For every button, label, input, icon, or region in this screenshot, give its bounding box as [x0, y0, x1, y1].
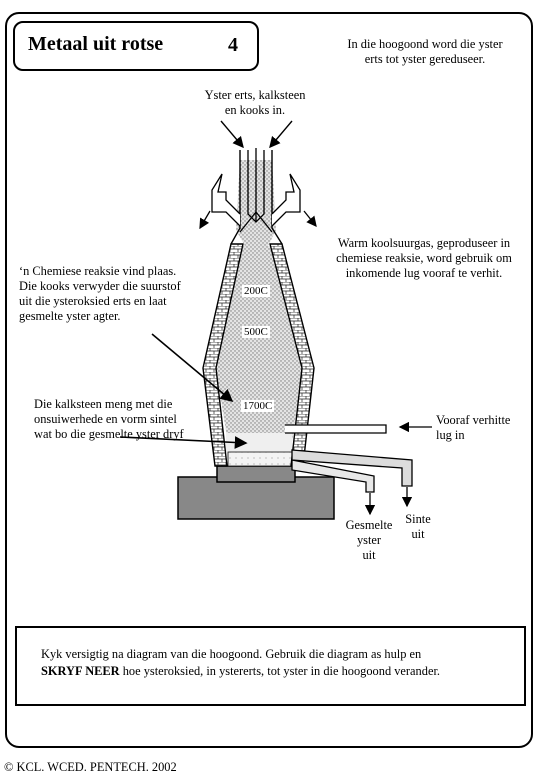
temp-label: 1700C: [241, 400, 275, 412]
instruction-box: [15, 626, 526, 706]
instruction-bold: SKRYF NEER: [41, 664, 120, 678]
input-line-2: en kooks in.: [224, 103, 286, 117]
input-line-1: Yster erts, kalksteen: [204, 88, 306, 102]
reaction-line-4: gesmelte yster agter.: [19, 309, 121, 323]
instruction-line-1: Kyk versigtig na diagram van die hoogoon…: [41, 647, 422, 661]
gas-line-1: Warm koolsuurgas, geproduseer in: [337, 236, 511, 250]
hearth-plate: [216, 465, 296, 483]
input-arrow-left: [220, 120, 244, 149]
gas-label: Warm koolsuurgas, geproduseer in chemies…: [318, 236, 530, 281]
slag-out-line-2: uit: [411, 527, 425, 541]
page-frame: [5, 12, 533, 748]
temp-label: 200C: [242, 285, 270, 297]
hopper-bell: [247, 148, 265, 223]
intro-line-1: In die hoogoond word die yster: [347, 37, 503, 51]
slag-callout-arrow: [119, 436, 248, 449]
page-title: Metaal uit rotse: [28, 33, 164, 55]
temp-label: 500C: [242, 326, 270, 338]
intro-text: In die hoogoond word die yster erts tot …: [330, 37, 520, 67]
hopper-walls: [230, 150, 283, 245]
reaction-label: ‘n Chemiese reaksie vind plaas. Die kook…: [19, 264, 181, 324]
left-gas-pipe: [211, 173, 241, 227]
slag-out-line-1: Sinte: [405, 512, 431, 526]
reaction-callout-arrow: [151, 333, 234, 403]
limestone-line-2: onsuiwerhede en vorm sintel: [34, 412, 177, 426]
footer-credit: © KCL. WCED. PENTECH. 2002: [4, 760, 177, 774]
hot-air-line-2: lug in: [436, 428, 465, 442]
furnace-base: [177, 476, 335, 520]
page-number: 4: [228, 34, 238, 56]
furnace-charge: [216, 246, 302, 450]
input-arrow-right: [269, 120, 293, 149]
hot-air-line-1: Vooraf verhitte: [436, 413, 511, 427]
hot-air-pipe: [285, 424, 387, 434]
iron-out-line-2: yster: [356, 533, 382, 547]
reaction-line-1: ‘n Chemiese reaksie vind plaas.: [19, 264, 177, 278]
instruction-text: Kyk versigtig na diagram van die hoogoon…: [41, 646, 440, 680]
instruction-rest: hoe ysteroksied, in ystererts, tot yster…: [119, 664, 440, 678]
exhaust-arrow-right: [303, 210, 317, 228]
exhaust-arrow-left: [199, 210, 211, 230]
limestone-line-1: Die kalksteen meng met die: [34, 397, 173, 411]
gas-line-3: inkomende lug vooraf te verhit.: [345, 266, 503, 280]
gas-line-2: chemiese reaksie, word gebruik om: [336, 251, 512, 265]
left-brick-wall: [202, 243, 244, 467]
iron-pipe: [291, 459, 375, 493]
hopper-cone: [239, 210, 273, 233]
iron-out-line-3: uit: [362, 548, 376, 562]
instruction-line-2: SKRYF NEER hoe ysteroksied, in ystererts…: [41, 663, 440, 680]
limestone-label: Die kalksteen meng met die onsuiwerhede …: [34, 397, 184, 442]
molten-iron-layer: [227, 451, 293, 467]
limestone-line-3: wat bo die gesmelte yster dryf: [34, 427, 184, 441]
title-box: [13, 21, 259, 71]
right-gas-pipe: [271, 173, 301, 227]
reaction-line-2: Die kooks verwyder die suurstof: [19, 279, 181, 293]
reaction-line-3: uit die ysteroksied erts en laat: [19, 294, 167, 308]
hot-air-label: Vooraf verhitte lug in: [436, 413, 510, 443]
iron-out-line-1: Gesmelte: [345, 518, 393, 532]
input-label: Yster erts, kalksteen en kooks in.: [180, 88, 330, 118]
intro-line-2: erts tot yster gereduseer.: [364, 52, 486, 66]
slag-out-label: Sinte uit: [396, 512, 440, 542]
iron-out-label: Gesmelte yster uit: [334, 518, 404, 563]
